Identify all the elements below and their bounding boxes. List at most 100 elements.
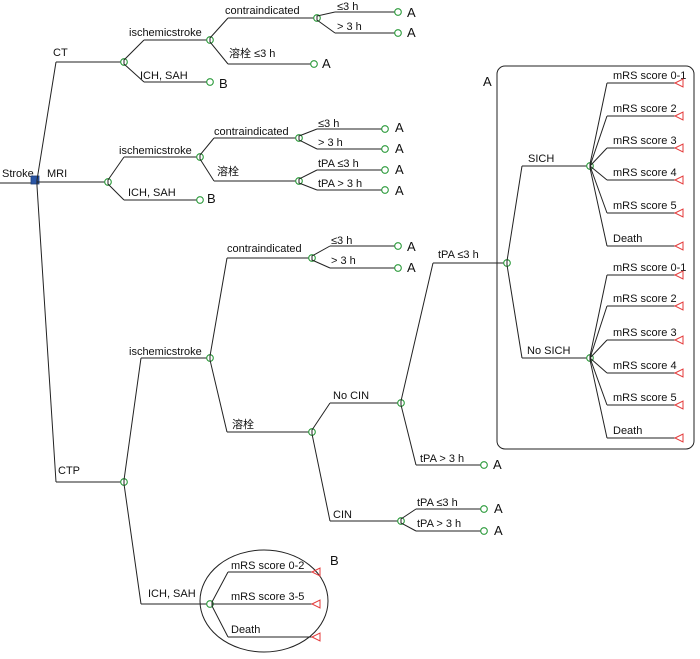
terminal-node-icon[interactable] (673, 241, 684, 251)
ctp-no-cin-tpa-gt3h-outcome: A (493, 457, 502, 472)
subtree-a-no-sich-outcome-0: mRS score 0-1 (613, 262, 686, 274)
subtree-a-no-sich-fan (589, 357, 608, 374)
terminal-node-icon[interactable] (673, 368, 684, 378)
subtree-a-sich-fan (589, 147, 608, 167)
ctp-cin-tpa-gt3h-node[interactable] (480, 527, 488, 535)
ct-le3h-label: ≤3 h (337, 1, 358, 13)
subtree-a-frame (496, 65, 695, 450)
mri-thrombolysis-label: 溶栓 (217, 164, 239, 178)
ctp-cin-tpa-le3h-node[interactable] (480, 505, 488, 513)
ct-le3h-node[interactable] (394, 8, 402, 16)
terminal-node-icon[interactable] (673, 111, 684, 121)
mri-tpa-le3h-outcome: A (395, 162, 404, 177)
subtree-a-no-sich-label: No SICH (527, 345, 570, 357)
ctp-ischemic-fork (209, 257, 228, 433)
mri-le3h-node[interactable] (381, 125, 389, 133)
subtree-a-sich-outcome-5: Death (613, 233, 642, 245)
subtree-b-terminal-icon[interactable] (310, 599, 321, 609)
root-spine (36, 61, 57, 483)
subtree-a-no-sich-fan (589, 357, 608, 406)
mri-ischemic-fork (199, 137, 215, 182)
subtree-a-sich-fan (589, 165, 608, 214)
subtree-a-sich-outcome-2: mRS score 3 (613, 135, 677, 147)
ct-gt3h-label: > 3 h (337, 21, 362, 33)
subtree-b-terminal-icon[interactable] (310, 567, 321, 577)
ctp-ischemic-label: ischemicstroke (129, 346, 202, 358)
terminal-node-icon[interactable] (673, 143, 684, 153)
ctp-tpa-le3h-fork (506, 165, 523, 359)
subtree-b-terminal-icon[interactable] (310, 632, 321, 642)
mri-tpa-gt3h-outcome: A (395, 183, 404, 198)
ctp-cin-tpa-le3h-outcome: A (494, 501, 503, 516)
subtree-a-no-sich-fan (589, 305, 608, 359)
mri-label: MRI (47, 168, 67, 180)
mri-thrombolysis-fork (298, 169, 318, 191)
subtree-a-no-sich-outcome-3: mRS score 4 (613, 360, 677, 372)
ct-contra-fork (316, 11, 336, 34)
terminal-node-icon[interactable] (673, 270, 684, 280)
ct-fork (123, 39, 145, 83)
mri-ich-label: ICH, SAH (128, 187, 176, 199)
ctp-cin-tpa-le3h-label: tPA ≤3 h (417, 497, 458, 509)
subtree-a-no-sich-outcome-5: Death (613, 425, 642, 437)
root-decision-node[interactable] (30, 175, 40, 185)
ctp-label: CTP (58, 465, 80, 477)
mri-tpa-gt3h-label: tPA > 3 h (318, 178, 362, 190)
ctp-no-cin-tpa-gt3h-node[interactable] (480, 461, 488, 469)
subtree-a-tag: A (483, 74, 492, 89)
terminal-node-icon[interactable] (673, 78, 684, 88)
terminal-node-icon[interactable] (673, 208, 684, 218)
mri-le3h-label: ≤3 h (318, 118, 339, 130)
mri-gt3h-label: > 3 h (318, 137, 343, 149)
ctp-cin-label: CIN (333, 509, 352, 521)
mri-contraindicated-label: contraindicated (214, 126, 289, 138)
ctp-cin-tpa-gt3h-outcome: A (494, 523, 503, 538)
ct-gt3h-node[interactable] (394, 29, 402, 37)
mri-gt3h-node[interactable] (381, 145, 389, 153)
ctp-contraindicated-label: contraindicated (227, 243, 302, 255)
subtree-a-sich-outcome-1: mRS score 2 (613, 103, 677, 115)
mri-ich-node[interactable] (196, 196, 204, 204)
mri-tpa-le3h-label: tPA ≤3 h (318, 158, 359, 170)
ctp-thrombolysis-fork (311, 402, 331, 522)
subtree-b-mrs-0-2-label: mRS score 0-2 (231, 560, 304, 572)
ctp-cin-fork (400, 508, 417, 532)
subtree-a-no-sich-fan (589, 339, 608, 359)
subtree-b-death-label: Death (231, 624, 260, 636)
ctp-no-cin-label: No CIN (333, 390, 369, 402)
ctp-gt3h-outcome: A (407, 260, 416, 275)
subtree-b-mrs-3-5-label: mRS score 3-5 (231, 591, 304, 603)
ctp-gt3h-label: > 3 h (331, 255, 356, 267)
ct-thrombolysis-node[interactable] (310, 60, 318, 68)
ctp-le3h-label: ≤3 h (331, 235, 352, 247)
ct-le3h-outcome: A (407, 5, 416, 20)
ctp-tpa-le3h-label: tPA ≤3 h (438, 249, 479, 261)
terminal-node-icon[interactable] (673, 400, 684, 410)
subtree-a-sich-fan (589, 165, 608, 181)
ctp-fork (123, 357, 142, 605)
mri-contra-fork (298, 128, 318, 150)
ct-ich-outcome: B (219, 76, 228, 91)
mri-tpa-le3h-node[interactable] (381, 166, 389, 174)
ct-thrombolysis-label: 溶栓 ≤3 h (229, 46, 275, 60)
terminal-node-icon[interactable] (673, 175, 684, 185)
terminal-node-icon[interactable] (673, 301, 684, 311)
ct-ich-label: ICH, SAH (140, 70, 188, 82)
terminal-node-icon[interactable] (673, 433, 684, 443)
ctp-le3h-node[interactable] (394, 242, 402, 250)
ct-contraindicated-label: contraindicated (225, 5, 300, 17)
root-label: Stroke (2, 168, 34, 180)
subtree-a-sich-outcome-3: mRS score 4 (613, 167, 677, 179)
ctp-thrombolysis-label: 溶栓 (232, 417, 254, 431)
mri-ischemic-label: ischemicstroke (119, 145, 192, 157)
ctp-no-cin-tpa-gt3h-label: tPA > 3 h (420, 453, 464, 465)
mri-tpa-gt3h-node[interactable] (381, 186, 389, 194)
terminal-node-icon[interactable] (673, 335, 684, 345)
ctp-gt3h-node[interactable] (394, 264, 402, 272)
ctp-ich-label: ICH, SAH (148, 588, 196, 600)
subtree-b-frame (199, 549, 329, 653)
ctp-no-cin-fork (400, 262, 434, 466)
ct-ich-node[interactable] (206, 78, 214, 86)
